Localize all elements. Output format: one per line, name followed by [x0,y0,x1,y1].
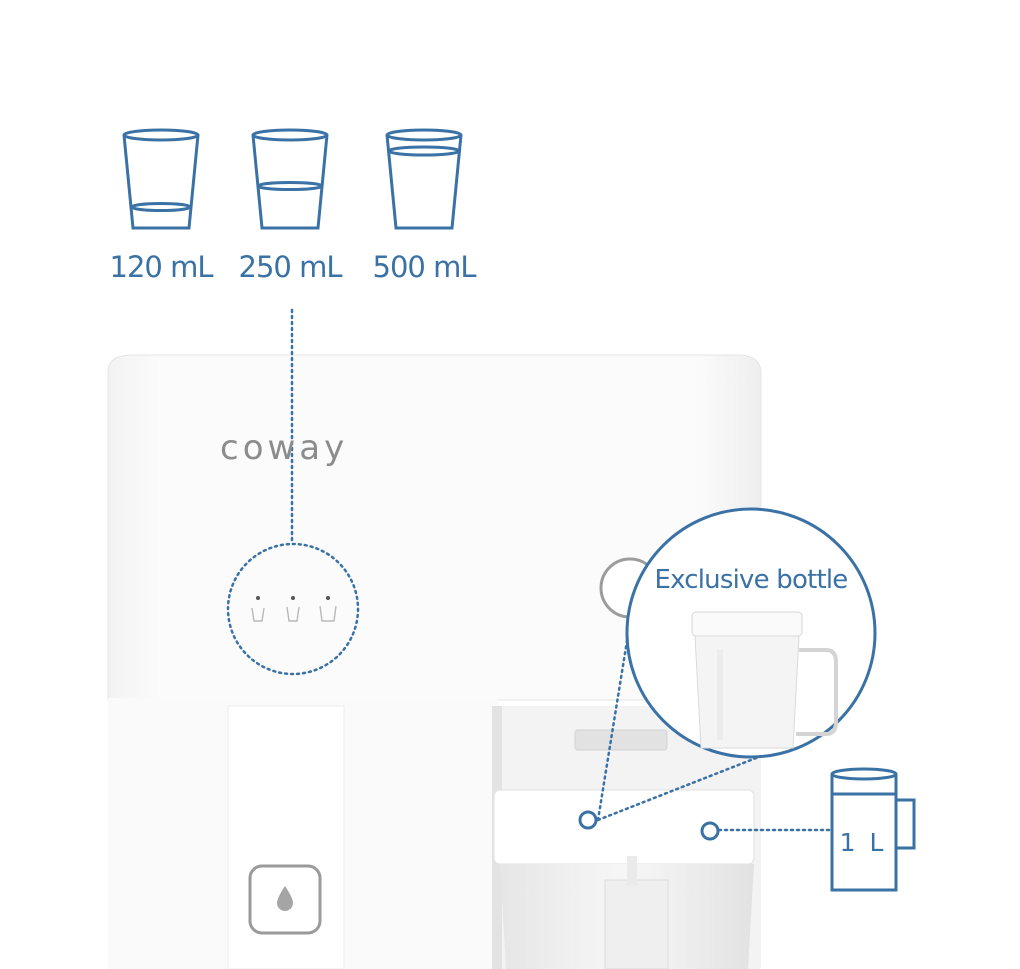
cup-icons [122,128,463,230]
cup-icon [122,128,200,230]
pitcher-marker [700,821,720,841]
pitcher-icon [830,767,916,892]
pitcher-icon [691,611,838,749]
callout-lines [226,308,832,832]
medium-cup-icon [286,606,300,622]
cup-icon [251,128,329,230]
bottle-magnifier [625,507,877,759]
cup-label-250: 250 mL [238,250,343,284]
cup-icon [385,128,463,230]
callout-dots [578,810,720,841]
pitcher-volume-label: 1 L [839,828,887,857]
small-cup-icon [251,607,265,622]
bottle-title: Exclusive bottle [654,565,849,595]
large-cup-icon [319,605,337,622]
panel-cup-buttons[interactable] [251,596,337,622]
water-drop-icon [277,886,293,911]
bottle-marker [578,810,598,830]
dispense-button[interactable] [248,864,322,935]
cup-label-120: 120 mL [109,250,214,284]
cup-label-500: 500 mL [372,250,477,284]
brand-logo: coway [220,428,349,468]
